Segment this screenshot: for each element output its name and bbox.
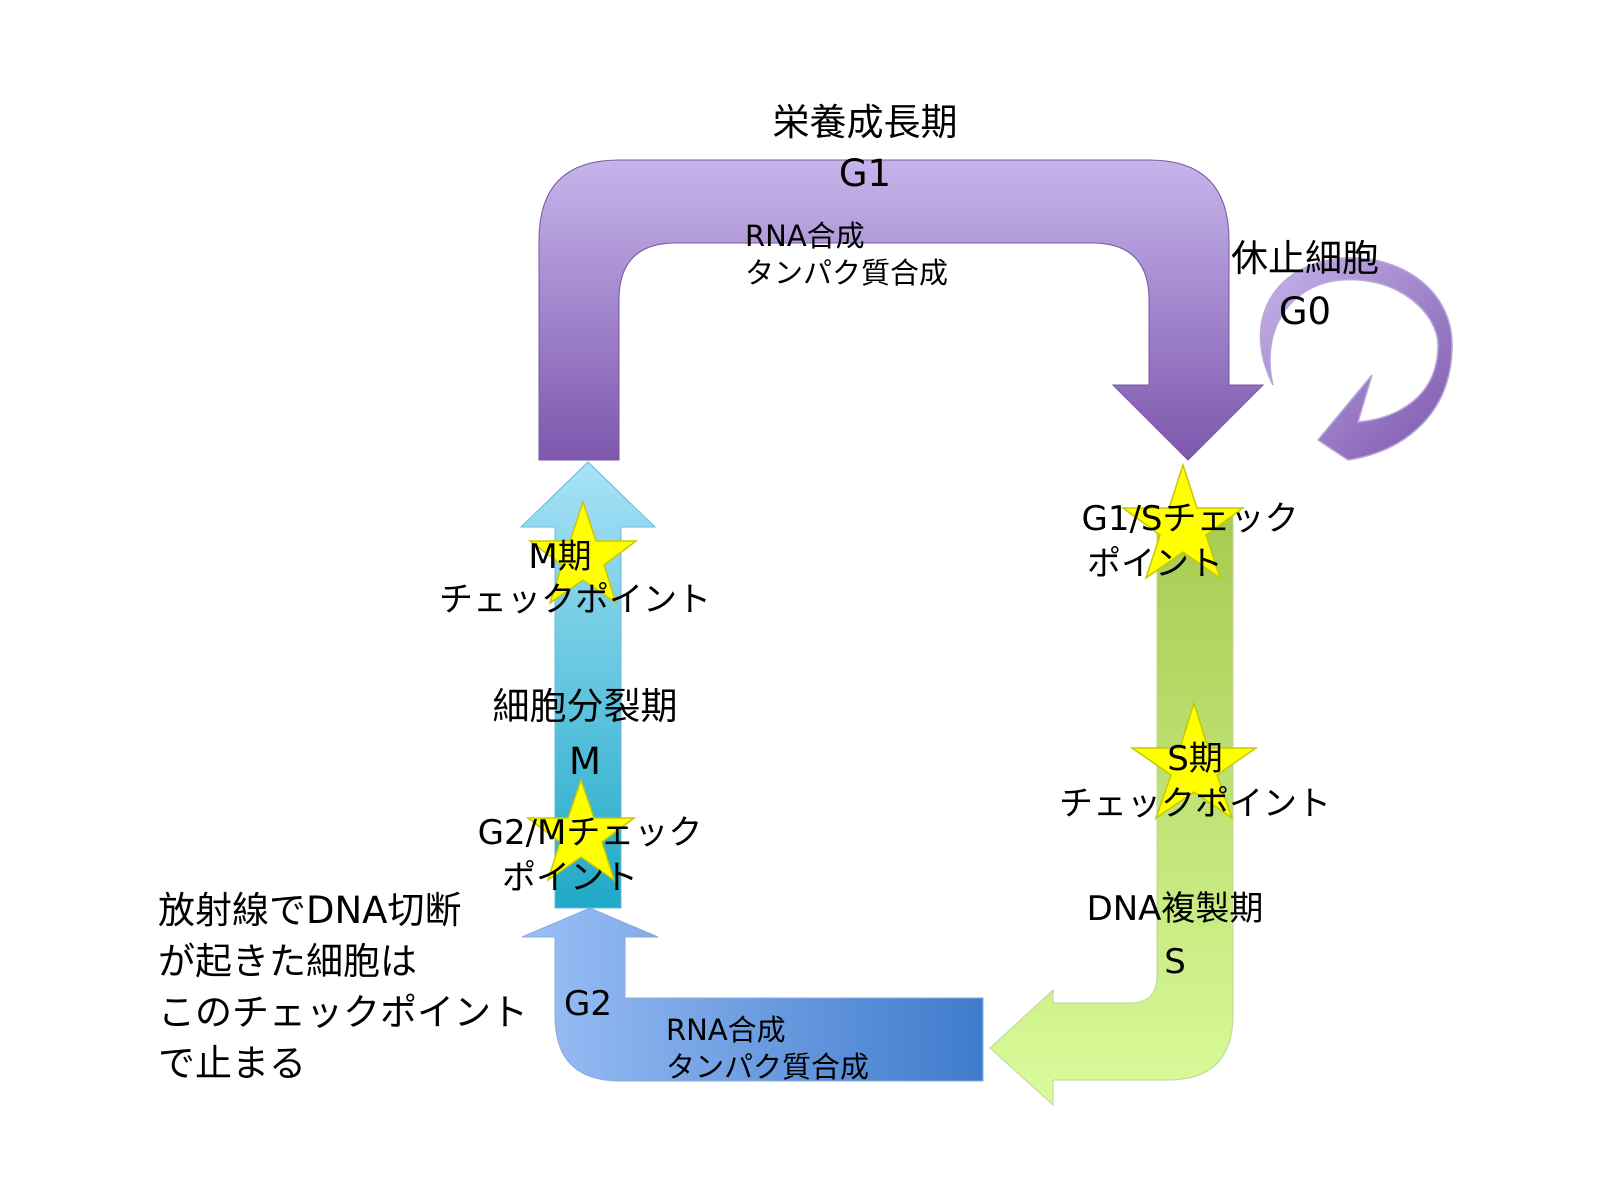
m-checkpoint-star <box>527 499 639 605</box>
g2-phase-arrow <box>521 907 984 1082</box>
s-phase-arrow <box>989 514 1234 1107</box>
g1s-checkpoint-star <box>1120 462 1246 580</box>
g1-activities: RNA合成 タンパク質合成 <box>745 219 949 291</box>
g2m-checkpoint-line-2: ポイント <box>502 858 638 899</box>
g1-activity-protein: タンパク質合成 <box>745 256 949 291</box>
note-line-1: 放射線でDNA切断 <box>158 889 462 932</box>
g0-label: 休止細胞 G0 <box>1200 237 1410 333</box>
g1s-checkpoint-line-2: ポイント <box>1087 544 1223 585</box>
note-line-3: このチェックポイント <box>158 991 528 1035</box>
m-checkpoint-line-1: M期 <box>528 537 592 577</box>
g1s-checkpoint-label: G1/Sチェック ポイント <box>1060 499 1320 585</box>
g1-phase-name: 栄養成長期 <box>772 101 958 144</box>
m-checkpoint-line-2: チェックポイント <box>439 580 711 621</box>
m-phase-arrow <box>519 461 657 909</box>
g2-activity-protein: タンパク質合成 <box>666 1050 870 1085</box>
g1-phase-arrow <box>538 159 1265 461</box>
s-checkpoint-label: S期 チェックポイント <box>1040 739 1350 825</box>
g2m-checkpoint-line-1: G2/Mチェック <box>477 813 703 853</box>
note-line-4: で止まる <box>158 1042 306 1086</box>
radiation-note: 放射線でDNA切断 が起きた細胞は このチェックポイント で止まる <box>158 885 528 1089</box>
s-checkpoint-line-1: S期 <box>1167 739 1223 779</box>
g1-phase-label: 栄養成長期 G1 <box>700 101 1030 195</box>
g2m-checkpoint-star <box>525 777 637 882</box>
g0-name: 休止細胞 <box>1231 237 1379 280</box>
s-phase-label: DNA複製期 S <box>1060 889 1290 983</box>
g1s-checkpoint-line-1: G1/Sチェック <box>1081 499 1299 539</box>
g2m-checkpoint-label: G2/Mチェック ポイント <box>455 813 725 899</box>
s-phase-code: S <box>1164 942 1186 983</box>
note-line-2: が起きた細胞は <box>158 940 417 984</box>
s-phase-name: DNA複製期 <box>1086 889 1264 929</box>
g0-loop-arrow <box>1259 257 1453 461</box>
g2-phase-code: G2 <box>564 984 612 1024</box>
m-phase-code: M <box>569 739 601 783</box>
m-phase-label: 細胞分裂期 M <box>470 685 700 783</box>
g2-activity-rna: RNA合成 <box>666 1013 786 1047</box>
g0-code: G0 <box>1278 289 1332 333</box>
s-checkpoint-line-2: チェックポイント <box>1059 784 1331 825</box>
g1-phase-code: G1 <box>838 151 892 195</box>
m-checkpoint-label: M期 チェックポイント <box>420 537 730 621</box>
g1-activity-rna: RNA合成 <box>745 219 865 253</box>
m-phase-name: 細胞分裂期 <box>492 685 678 728</box>
s-checkpoint-star <box>1129 700 1259 820</box>
g2-activities: RNA合成 タンパク質合成 <box>666 1013 870 1085</box>
